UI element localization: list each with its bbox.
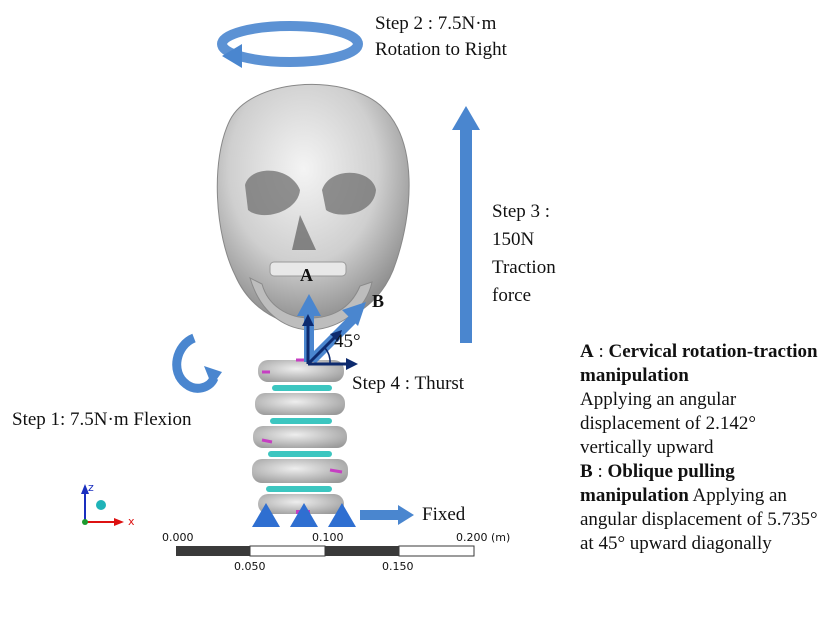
step3-label-line1: Step 3 :: [492, 200, 550, 223]
note-b: B : Oblique pulling manipulation Applyin…: [580, 460, 830, 556]
cervical-spine: [252, 360, 348, 514]
x-axis-label: x: [128, 515, 135, 528]
note-a: A : Cervical rotation-traction manipulat…: [580, 340, 830, 460]
note-a-body: Applying an angular displacement of 2.14…: [580, 389, 756, 458]
step2-label-line1: Step 2 : 7.5N·m: [375, 12, 496, 35]
scale-top-label-1: 0.100: [312, 531, 344, 544]
scale-top-label-0: 0.000: [162, 531, 194, 544]
step3-label-line4: force: [492, 284, 531, 307]
fixed-arrow: [360, 505, 414, 525]
step2-label-line2: Rotation to Right: [375, 38, 507, 61]
point-b-label: B: [372, 290, 384, 313]
fixed-label: Fixed: [422, 503, 465, 526]
step4-label: Step 4 : Thurst: [352, 372, 464, 395]
step3-label-line3: Traction: [492, 256, 556, 279]
scale-bar: [176, 546, 474, 556]
rotation-right-arrow: [222, 26, 358, 68]
traction-force-arrow: [452, 106, 480, 343]
scale-bottom-label-1: 0.150: [382, 560, 414, 573]
point-a-label: A: [300, 264, 313, 287]
note-b-key: B: [580, 461, 593, 482]
note-a-key: A: [580, 341, 594, 362]
angle-label: 45°: [334, 330, 361, 353]
z-axis-label: z: [88, 481, 94, 494]
scale-bottom-label-0: 0.050: [234, 560, 266, 573]
fixed-supports: [252, 503, 356, 527]
scale-top-label-2: 0.200 (m): [456, 531, 510, 544]
flexion-arrow: [177, 338, 222, 388]
step1-label: Step 1: 7.5N·m Flexion: [12, 408, 191, 431]
step3-label-line2: 150N: [492, 228, 534, 251]
manipulation-notes: A : Cervical rotation-traction manipulat…: [580, 340, 830, 556]
note-a-title: Cervical rotation-traction manipulation: [580, 341, 818, 386]
